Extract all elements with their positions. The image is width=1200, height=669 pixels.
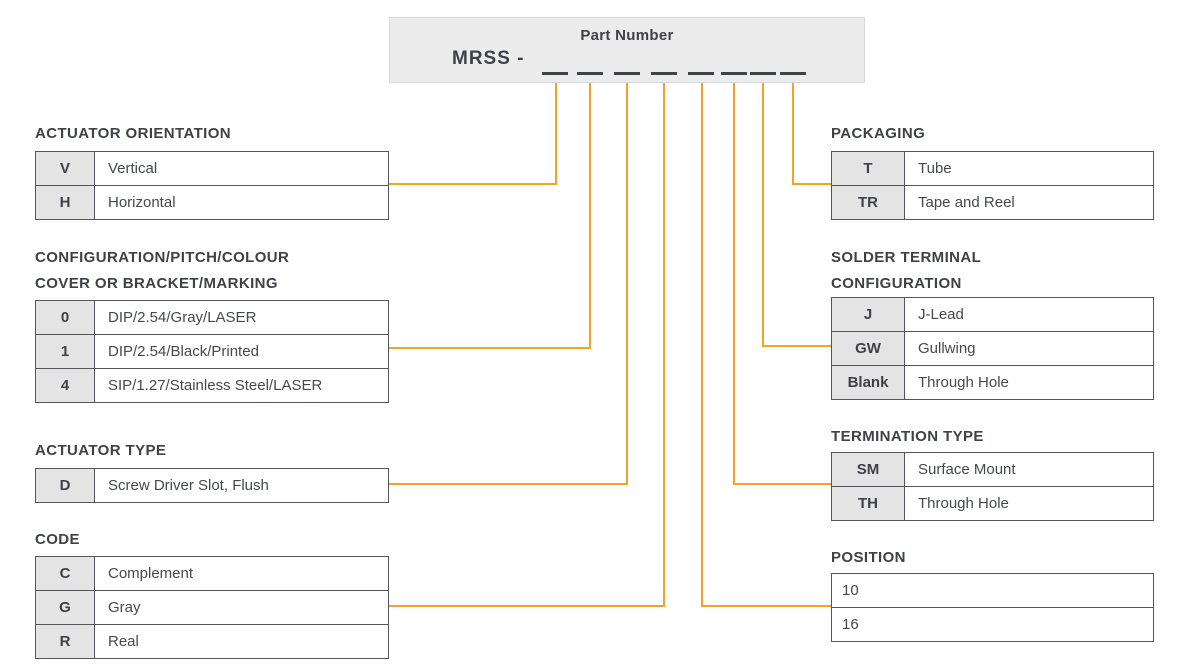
value-cell: Through Hole: [918, 495, 1009, 512]
key-cell: C: [36, 557, 95, 590]
value-cell: Tube: [918, 160, 952, 177]
part-number-title: Part Number: [580, 27, 674, 44]
digit-slot: [542, 72, 568, 75]
key-cell: H: [36, 186, 95, 219]
part-number-prefix: MRSS -: [452, 48, 525, 69]
value-cell: SIP/1.27/Stainless Steel/LASER: [108, 377, 323, 394]
key-cell: 0: [36, 301, 95, 334]
table-row: GW Gullwing: [832, 332, 1153, 366]
table-row: H Horizontal: [36, 186, 388, 219]
key-cell: V: [36, 152, 95, 185]
table-packaging: T Tube TR Tape and Reel: [831, 151, 1154, 220]
value-cell: Screw Driver Slot, Flush: [108, 477, 269, 494]
value-cell: Real: [108, 633, 139, 650]
table-row: TH Through Hole: [832, 487, 1153, 520]
digit-slot: [651, 72, 677, 75]
value-cell: Surface Mount: [918, 461, 1016, 478]
digit-slot: [577, 72, 603, 75]
table-row: TR Tape and Reel: [832, 186, 1153, 219]
section-title-position: POSITION: [831, 549, 906, 566]
table-row: G Gray: [36, 591, 388, 625]
table-solder-terminal: J J-Lead GW Gullwing Blank Through Hole: [831, 297, 1154, 400]
digit-slot: [688, 72, 714, 75]
section-title-actuator-orientation: ACTUATOR ORIENTATION: [35, 125, 232, 142]
table-row: D Screw Driver Slot, Flush: [36, 469, 388, 502]
connector-line: [792, 82, 832, 185]
table-row: C Complement: [36, 557, 388, 591]
digit-slot: [750, 72, 776, 75]
value-cell: Vertical: [108, 160, 158, 177]
digit-slot: [721, 72, 747, 75]
key-cell: TH: [832, 487, 905, 520]
value-cell: DIP/2.54/Black/Printed: [108, 343, 259, 360]
connector-line: [388, 82, 557, 185]
value-cell: Tape and Reel: [918, 194, 1015, 211]
key-cell: G: [36, 591, 95, 624]
table-row: 16: [832, 608, 1153, 641]
connector-line: [388, 82, 665, 607]
value-cell: Gray: [108, 599, 141, 616]
connector-line: [388, 82, 628, 485]
table-termination-type: SM Surface Mount TH Through Hole: [831, 452, 1154, 521]
section-title-packaging: PACKAGING: [831, 125, 926, 142]
value-cell: Gullwing: [918, 340, 976, 357]
table-row: T Tube: [832, 152, 1153, 186]
digit-slot: [780, 72, 806, 75]
value-cell: 16: [842, 616, 859, 633]
table-actuator-type: D Screw Driver Slot, Flush: [35, 468, 389, 503]
key-cell: Blank: [832, 366, 905, 399]
value-cell: DIP/2.54/Gray/LASER: [108, 309, 257, 326]
table-row: 1 DIP/2.54/Black/Printed: [36, 335, 388, 369]
section-title-termination-type: TERMINATION TYPE: [831, 428, 984, 445]
table-row: 0 DIP/2.54/Gray/LASER: [36, 301, 388, 335]
section-title-actuator-type: ACTUATOR TYPE: [35, 442, 167, 459]
key-cell: GW: [832, 332, 905, 365]
connector-line: [733, 82, 832, 485]
table-row: 4 SIP/1.27/Stainless Steel/LASER: [36, 369, 388, 402]
value-cell: Horizontal: [108, 194, 176, 211]
table-row: V Vertical: [36, 152, 388, 186]
value-cell: Complement: [108, 565, 194, 582]
key-cell: T: [832, 152, 905, 185]
table-position: 10 16: [831, 573, 1154, 642]
table-actuator-orientation: V Vertical H Horizontal: [35, 151, 389, 220]
table-configuration: 0 DIP/2.54/Gray/LASER 1 DIP/2.54/Black/P…: [35, 300, 389, 403]
digit-slot: [614, 72, 640, 75]
key-cell: 1: [36, 335, 95, 368]
key-cell: SM: [832, 453, 905, 486]
key-cell: J: [832, 298, 905, 331]
table-row: R Real: [36, 625, 388, 658]
key-cell: D: [36, 469, 95, 502]
section-title-solder-terminal: SOLDER TERMINAL CONFIGURATION: [831, 249, 982, 292]
connector-line: [388, 82, 591, 349]
value-cell: Through Hole: [918, 374, 1009, 391]
value-cell: J-Lead: [918, 306, 964, 323]
connector-line: [762, 82, 832, 347]
key-cell: R: [36, 625, 95, 658]
table-code: C Complement G Gray R Real: [35, 556, 389, 659]
section-title-configuration: CONFIGURATION/PITCH/COLOUR COVER OR BRAC…: [35, 249, 290, 292]
key-cell: 4: [36, 369, 95, 402]
connector-line: [701, 82, 832, 607]
table-row: Blank Through Hole: [832, 366, 1153, 399]
key-cell: TR: [832, 186, 905, 219]
table-row: SM Surface Mount: [832, 453, 1153, 487]
section-title-code: CODE: [35, 531, 80, 548]
value-cell: 10: [842, 582, 859, 599]
table-row: J J-Lead: [832, 298, 1153, 332]
table-row: 10: [832, 574, 1153, 608]
